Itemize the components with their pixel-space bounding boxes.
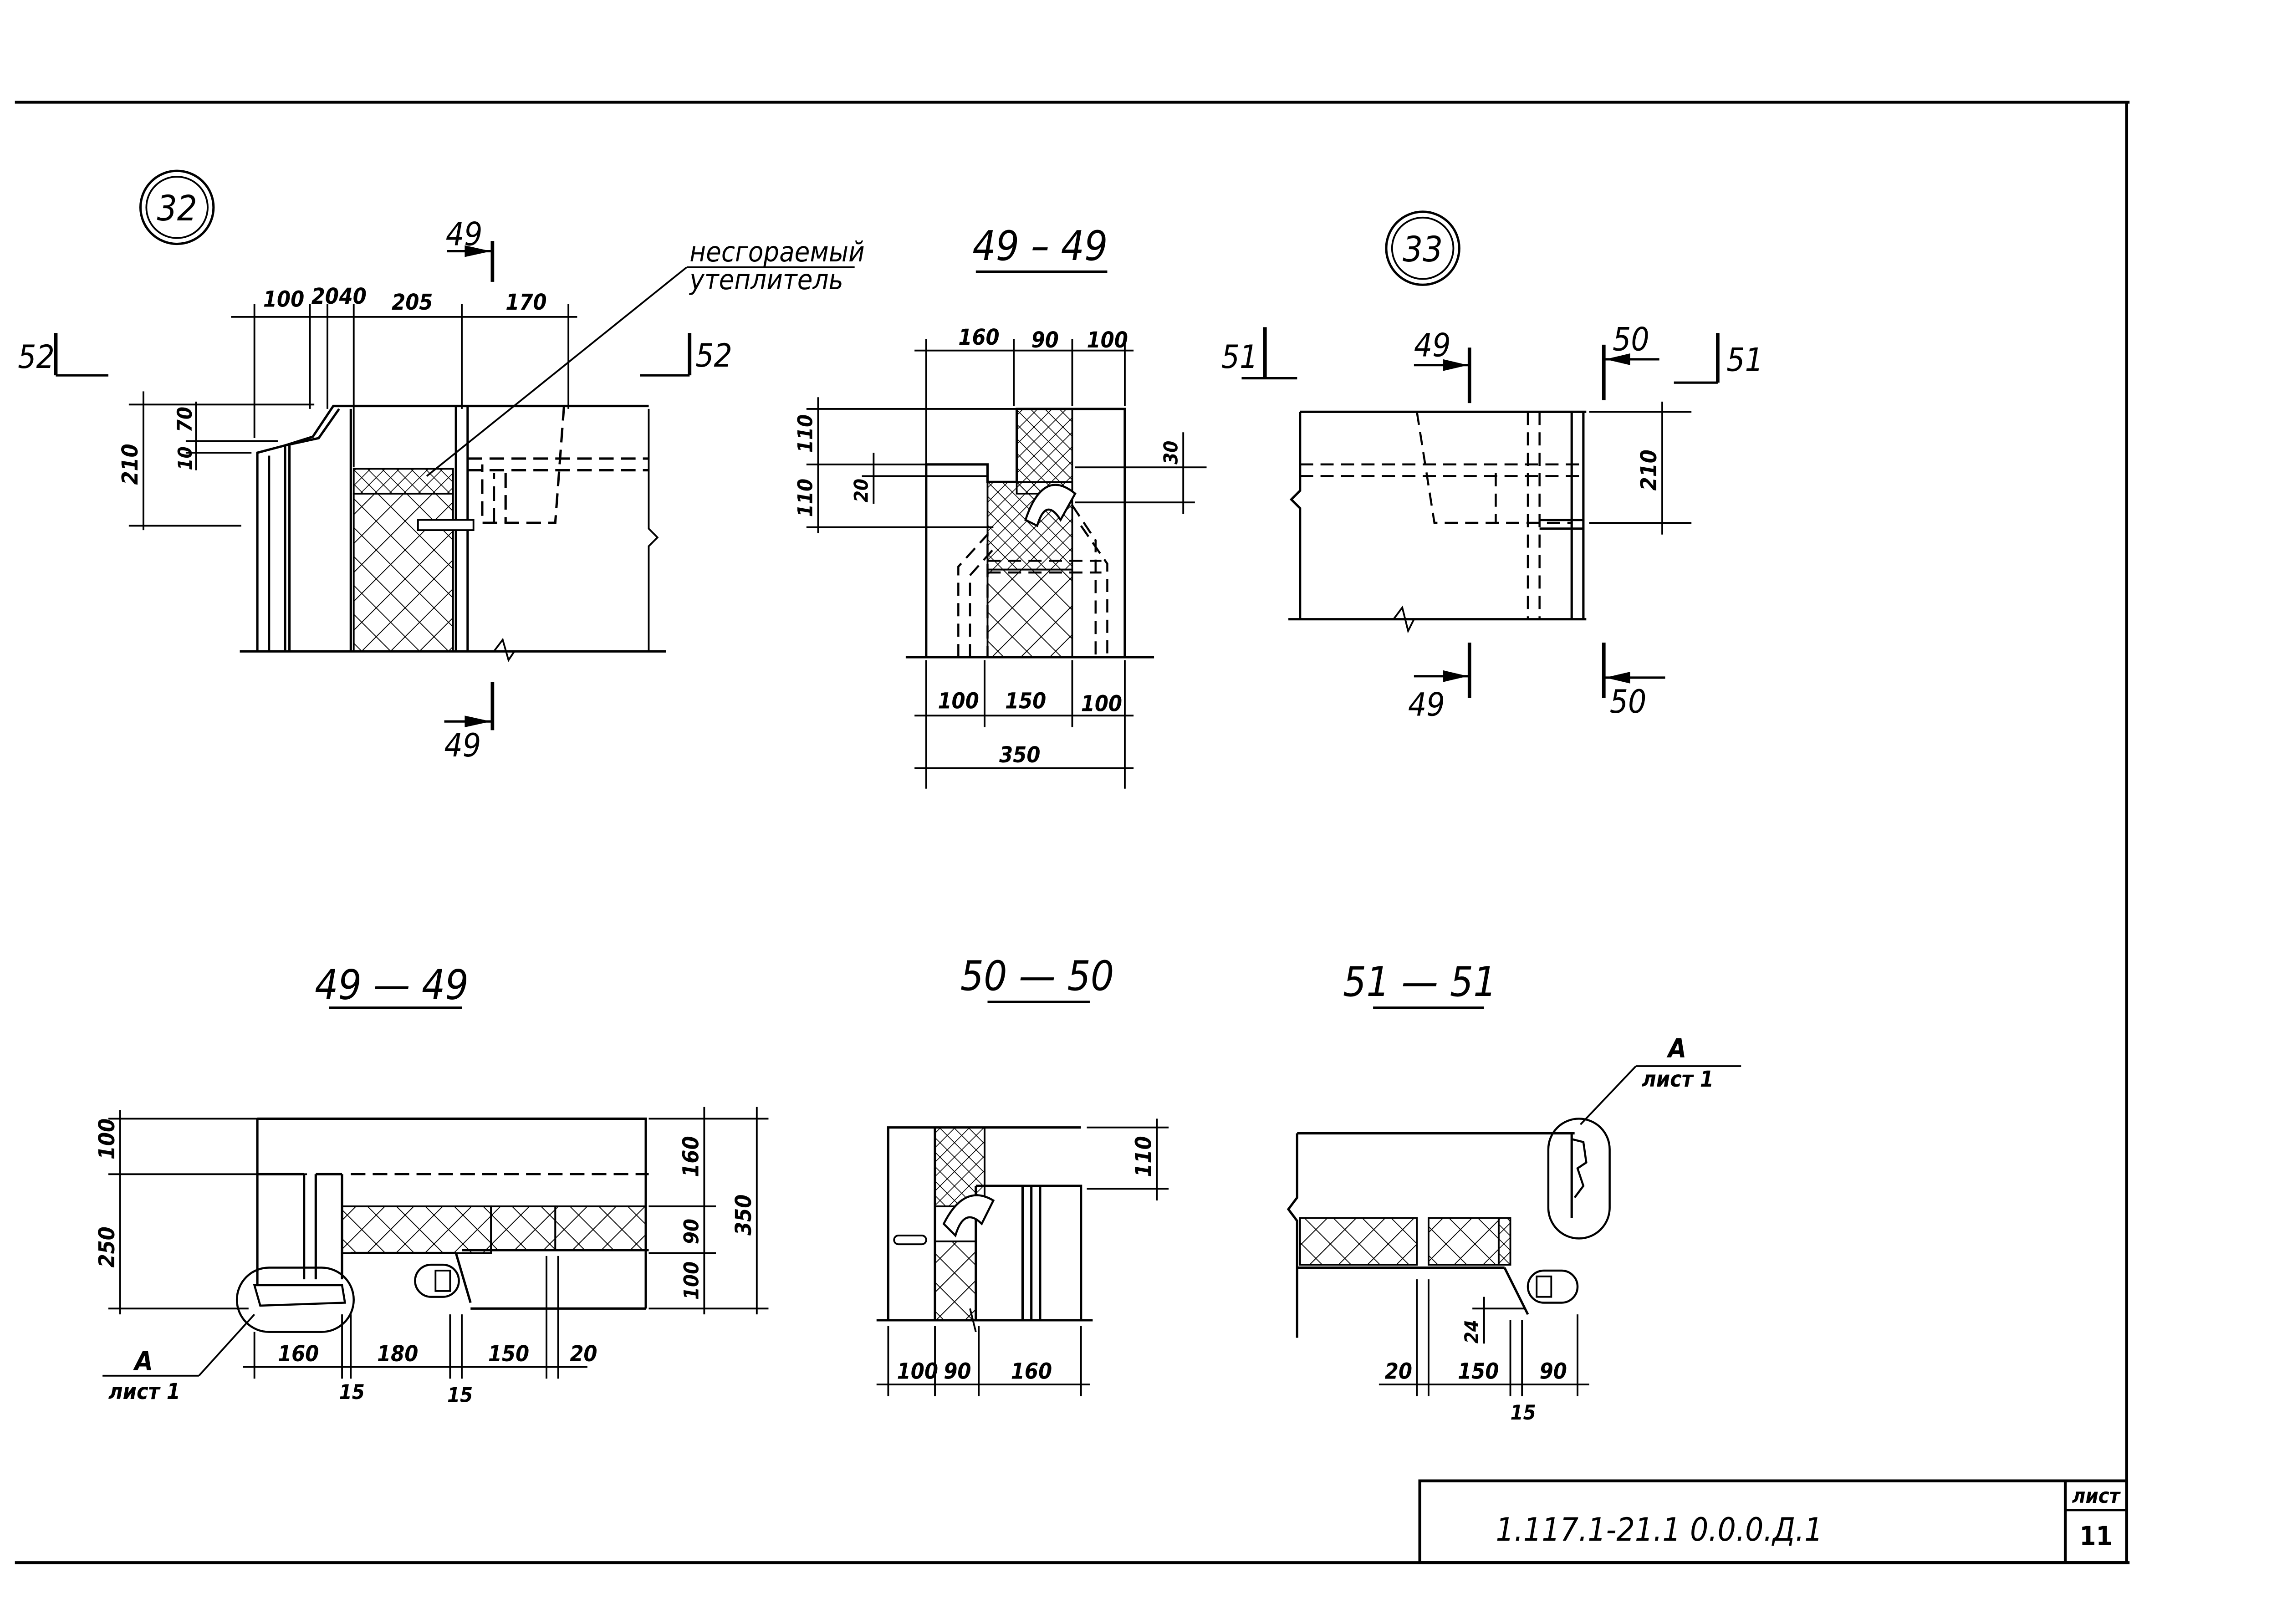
dim-n32-205: 205	[392, 290, 433, 315]
cut-51-right-label: 51	[1726, 342, 1763, 379]
insulation-dense-b50	[934, 1126, 985, 1207]
dim-b51-20: 20	[1385, 1358, 1412, 1384]
insulation-b51b	[1428, 1217, 1500, 1266]
title-49-bottom: 49 — 49	[315, 961, 469, 1009]
dim-n32-170: 170	[505, 290, 546, 315]
dim-s49-30: 30	[1159, 441, 1182, 465]
dim-b49-350: 350	[731, 1195, 756, 1236]
clip-b51	[1527, 1269, 1579, 1304]
callout-32-outer	[139, 169, 215, 245]
dim-s49-110a: 110	[793, 414, 817, 453]
detail-sheet-right: лист 1	[1642, 1067, 1714, 1092]
insulation-b49a	[341, 1205, 492, 1254]
section-49-top: 49 – 49 160 90 100 110 20 110 30	[793, 223, 1207, 789]
dim-s49-b150: 150	[1005, 688, 1046, 714]
dim-b49-b15a: 15	[339, 1380, 365, 1404]
title-51: 51 — 51	[1343, 959, 1497, 1006]
insulation-b50	[934, 1240, 977, 1321]
cut-50-bottom-label: 50	[1610, 683, 1647, 720]
dim-s49-20: 20	[850, 479, 873, 502]
detail-sheet-left: лист 1	[108, 1379, 180, 1404]
clip-b49	[414, 1263, 460, 1298]
title-50: 50 — 50	[960, 953, 1114, 1000]
cut-50-top-label: 50	[1613, 321, 1649, 358]
dim-n33-210: 210	[1636, 449, 1662, 490]
dim-b49-160: 160	[679, 1136, 704, 1177]
cut-49-n33-top-label: 49	[1414, 327, 1451, 364]
dim-s49-160: 160	[958, 325, 999, 350]
dim-b50-100: 100	[897, 1358, 938, 1384]
document-code: 1.117.1-21.1 0.0.0.Д.1	[1496, 1511, 1823, 1548]
section-49-bottom: 49 — 49 100 250	[94, 961, 769, 1407]
dim-s49-100: 100	[1087, 327, 1128, 353]
dim-b49-100: 100	[94, 1118, 120, 1159]
note-line-2: утеплитель	[689, 264, 843, 296]
dim-n32-70: 70	[173, 407, 197, 432]
title-49-top: 49 – 49	[972, 223, 1108, 270]
dim-b49-b20: 20	[570, 1341, 597, 1367]
joint-oval-a-right	[1547, 1118, 1611, 1240]
dim-b49-b15b: 15	[447, 1383, 473, 1407]
node-33: 33 51 51 49 50 49 50	[1221, 210, 1763, 723]
callout-33-label: 33	[1403, 230, 1443, 270]
dim-s49-b100b: 100	[1081, 691, 1122, 717]
node-32: 32 49 49 52 52 несгораемый утеплитель	[18, 169, 865, 764]
dim-b51-90: 90	[1540, 1358, 1567, 1384]
callout-32-inner	[145, 176, 209, 239]
dim-b50-160: 160	[1011, 1358, 1052, 1384]
dim-s49-total: 350	[999, 742, 1040, 768]
sheet-number: 11	[2079, 1521, 2112, 1552]
dim-b51-24: 24	[1460, 1320, 1483, 1343]
sheet-label: лист	[2072, 1484, 2121, 1508]
insulation-b49c	[554, 1205, 647, 1251]
dim-b49-90: 90	[679, 1219, 704, 1244]
cut-49-bottom-label: 49	[444, 727, 481, 764]
dim-s49-110b: 110	[793, 479, 817, 517]
dim-b49-250: 250	[94, 1226, 120, 1267]
section-50: 50 — 50 110 100 90 160	[876, 953, 1169, 1396]
dim-b50-90: 90	[944, 1358, 971, 1384]
insulation-n32	[352, 492, 454, 653]
insulation-b49b	[490, 1205, 556, 1251]
dim-b49-b150: 150	[488, 1341, 529, 1367]
cut-52-left-label: 52	[18, 338, 55, 376]
dim-n32-210: 210	[117, 444, 143, 485]
dim-n32-40: 40	[339, 284, 367, 309]
joint-oval-a	[235, 1267, 355, 1333]
title-block: 1.117.1-21.1 0.0.0.Д.1 лист 11	[1418, 1479, 2129, 1564]
dim-b51-15: 15	[1511, 1400, 1536, 1425]
insulation-b51a	[1299, 1217, 1418, 1266]
cut-49-top-label: 49	[446, 216, 483, 253]
section-51: 51 — 51 А лист 1 20 150 90	[1287, 959, 1741, 1425]
dim-b49-b160: 160	[278, 1341, 319, 1367]
dim-b50-110: 110	[1131, 1136, 1157, 1177]
callout-32-label: 32	[157, 189, 197, 229]
dim-b51-150: 150	[1458, 1358, 1499, 1384]
cut-52-right-label: 52	[695, 337, 732, 374]
note-line-1: несгораемый	[689, 236, 864, 268]
insulation-dense-n32	[352, 468, 454, 495]
insulation-s49	[986, 568, 1073, 658]
dim-n32-20: 20	[311, 284, 339, 309]
callout-33-inner	[1391, 216, 1455, 280]
dim-s49-90: 90	[1031, 327, 1059, 353]
dim-n32-100: 100	[263, 286, 304, 312]
dim-b49-b180: 180	[377, 1341, 418, 1367]
cut-49-n33-bottom-label: 49	[1408, 686, 1445, 723]
insulation-dense-s49a	[1016, 408, 1073, 495]
callout-33-outer	[1385, 210, 1460, 286]
dim-s49-b100a: 100	[938, 688, 979, 714]
sheet-frame	[15, 101, 2130, 1564]
dim-b49-100r: 100	[679, 1261, 704, 1300]
detail-ref-a-right: А	[1666, 1033, 1686, 1064]
cut-51-left-label: 51	[1221, 338, 1258, 376]
detail-ref-a-left: А	[133, 1345, 153, 1376]
dim-n32-10: 10	[174, 446, 196, 470]
